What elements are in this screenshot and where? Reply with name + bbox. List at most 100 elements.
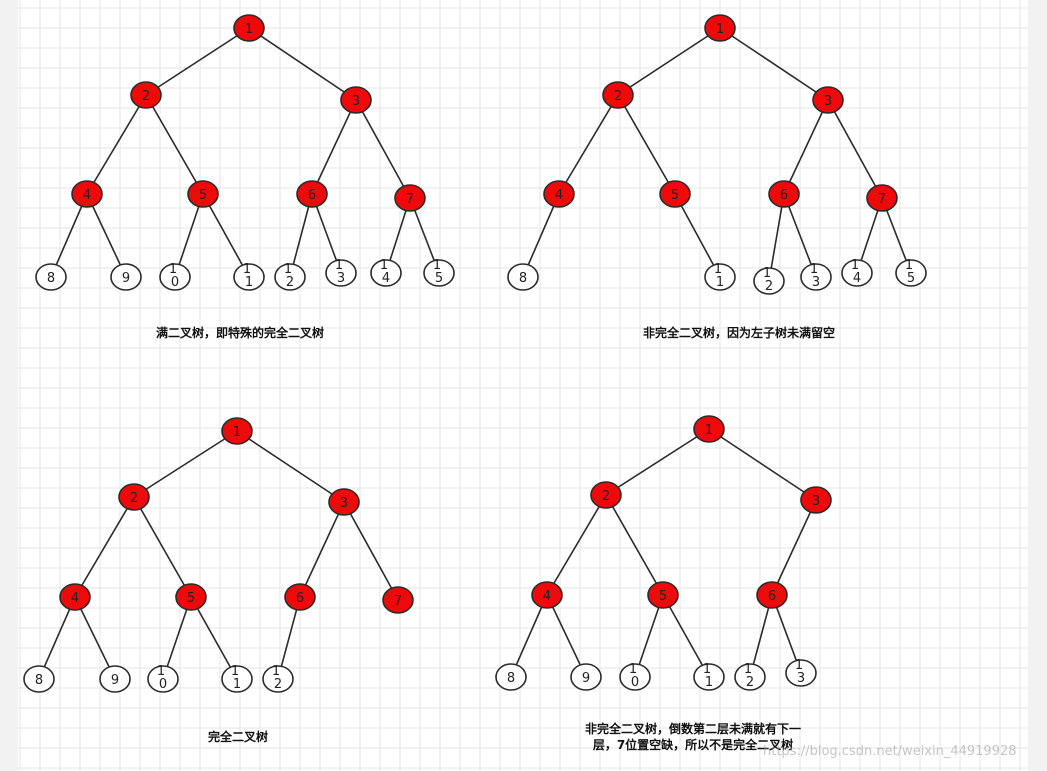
- node-label: 8: [519, 271, 527, 286]
- edge-1-2: [617, 27, 721, 96]
- left-margin: [0, 0, 18, 771]
- node-circle: [693, 663, 725, 691]
- edge-5-10: [174, 193, 204, 278]
- internal-node-6: 6: [756, 581, 788, 609]
- node-circle: [800, 486, 832, 514]
- node-circle: [262, 665, 294, 693]
- edge-4-8: [522, 193, 560, 278]
- node-label: 2: [142, 89, 150, 104]
- edge-1-3: [708, 428, 817, 501]
- edge-3-7: [827, 99, 883, 199]
- leaf-node-8: 8: [495, 663, 527, 691]
- node-circle: [543, 180, 575, 208]
- node-circle: [233, 14, 265, 42]
- node-label: 4: [83, 188, 91, 203]
- node-label: 5: [671, 188, 679, 203]
- caption-full: 满二叉树，即特殊的完全二叉树: [156, 325, 324, 341]
- edge-1-2: [605, 428, 710, 496]
- internal-node-7: 7: [394, 184, 426, 212]
- caption-line: 非完全二叉树，因为左子树未满留空: [642, 326, 836, 340]
- leaf-node-9: 9: [570, 663, 602, 691]
- caption-line: 非完全二叉树，倒数第二层未满就有下一: [584, 722, 802, 736]
- edge-4-9: [546, 594, 587, 678]
- node-label: 4: [543, 589, 551, 604]
- node-label: 9: [122, 271, 130, 286]
- node-circle: [531, 581, 563, 609]
- internal-node-1: 1: [693, 415, 725, 443]
- node-circle: [296, 180, 328, 208]
- node-label: 6: [308, 188, 316, 203]
- internal-node-1: 1: [233, 14, 265, 42]
- node-label: 2: [614, 89, 622, 104]
- node-label: 2: [130, 491, 138, 506]
- node-label: 5: [659, 589, 667, 604]
- node-circle: [23, 665, 55, 693]
- node-label: 1: [245, 22, 253, 37]
- node-circle: [221, 665, 253, 693]
- edge-4-8: [50, 193, 88, 278]
- edge-3-7: [355, 99, 411, 199]
- node-label: 9: [111, 673, 119, 688]
- right-margin: [1028, 0, 1047, 771]
- node-circle: [570, 663, 602, 691]
- node-circle: [382, 586, 414, 614]
- node-circle: [495, 663, 527, 691]
- edge-5-11: [202, 193, 250, 278]
- node-circle: [130, 81, 162, 109]
- node-circle: [175, 583, 207, 611]
- edge-6-12: [289, 193, 313, 278]
- leaf-node-8: 8: [507, 263, 539, 291]
- edge-4-9: [74, 596, 116, 680]
- node-circle: [866, 184, 898, 212]
- edge-1-3: [248, 27, 357, 101]
- node-label: 6: [296, 591, 304, 606]
- node-circle: [328, 488, 360, 516]
- edge-6-12: [768, 193, 785, 282]
- internal-node-2: 2: [602, 81, 634, 109]
- leaf-node-9: 9: [110, 263, 142, 291]
- node-label: 6: [768, 589, 776, 604]
- caption-line: 完全二叉树: [207, 730, 269, 744]
- internal-node-4: 4: [59, 583, 91, 611]
- node-circle: [340, 86, 372, 114]
- background-grid: [18, 0, 1028, 771]
- edge-3-6: [311, 99, 357, 195]
- edge-1-3: [236, 430, 345, 503]
- edge-5-11: [674, 193, 721, 278]
- node-label: 5: [187, 591, 195, 606]
- node-label: 3: [340, 496, 348, 511]
- leaf-node-9: 9: [99, 665, 131, 693]
- edge-5-10: [162, 596, 192, 680]
- edge-4-9: [86, 193, 127, 278]
- internal-node-2: 2: [590, 481, 622, 509]
- node-label: 7: [878, 192, 886, 207]
- internal-node-3: 3: [800, 486, 832, 514]
- internal-node-5: 5: [647, 581, 679, 609]
- internal-node-4: 4: [543, 180, 575, 208]
